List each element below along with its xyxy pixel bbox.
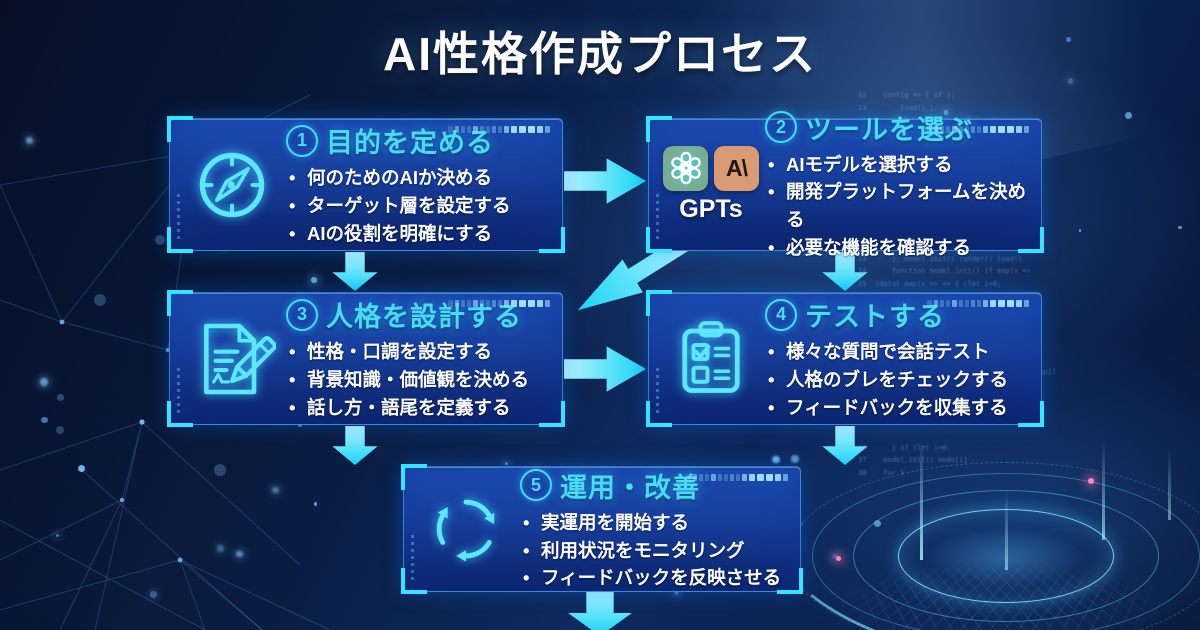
pink-glow-dot bbox=[836, 556, 841, 561]
gpts-logo-group: A\ GPTs bbox=[657, 145, 765, 224]
bullet-item: 人格のブレをチェックする bbox=[765, 366, 1035, 394]
step-card-2: A\ GPTs 2 ツールを選ぶ AIモデルを選択する 開発プラットフォームを決… bbox=[646, 111, 1044, 261]
bullet-item: フィードバックを反映させる bbox=[520, 564, 794, 592]
document-pencil-icon bbox=[178, 315, 286, 403]
corner-bracket bbox=[401, 568, 427, 594]
step-bullet-list: 性格・口調を設定する 背景知識・価値観を決める 話し方・語尾を定義する bbox=[286, 338, 556, 421]
cycle-arrows-icon bbox=[412, 486, 520, 572]
corner-bracket bbox=[777, 568, 803, 594]
bullet-item: 実運用を開始する bbox=[520, 509, 794, 537]
bullet-item: フィードバックを収集する bbox=[765, 394, 1035, 422]
bullet-item: 利用状況をモニタリング bbox=[520, 537, 794, 565]
corner-bracket bbox=[167, 401, 193, 427]
arrow-step1-to-step2 bbox=[564, 158, 646, 204]
ai-logo-icon: A\ bbox=[714, 145, 759, 191]
hologram-ring bbox=[898, 509, 1114, 603]
bullet-item: ターゲット層を設定する bbox=[286, 192, 556, 220]
corner-bracket bbox=[167, 290, 193, 316]
arrow-step5-output bbox=[568, 588, 632, 630]
corner-bracket bbox=[167, 116, 193, 142]
step-number: 2 bbox=[765, 111, 797, 143]
dashbar-decor bbox=[927, 300, 1029, 307]
step-card-3: 3 人格を設計する 性格・口調を設定する 背景知識・価値観を決める 話し方・語尾… bbox=[167, 290, 565, 427]
dashbar-decor bbox=[448, 126, 550, 133]
bullet-item: 背景知識・価値観を決める bbox=[286, 366, 556, 394]
dashbar-decor bbox=[448, 300, 550, 307]
corner-bracket bbox=[167, 227, 193, 253]
step-bullet-list: 何のためのAIか決める ターゲット層を設定する AIの役割を明確にする bbox=[286, 164, 556, 247]
corner-bracket bbox=[1018, 227, 1044, 253]
bullet-item: 性格・口調を設定する bbox=[286, 338, 556, 366]
bullet-item: AIの役割を明確にする bbox=[286, 220, 556, 248]
dashbar-decor bbox=[927, 126, 1029, 133]
step-title: 運用・改善 bbox=[560, 472, 700, 503]
hologram-ring-dashed bbox=[788, 462, 1200, 630]
bullet-item: 何のためのAIか決める bbox=[286, 164, 556, 192]
step-bullet-list: 実運用を開始する 利用状況をモニタリング フィードバックを反映させる bbox=[520, 509, 794, 592]
light-beam bbox=[1005, 490, 1008, 570]
openai-logo-icon bbox=[663, 145, 708, 191]
compass-icon bbox=[178, 142, 286, 228]
step-number: 5 bbox=[520, 469, 552, 502]
corner-bracket bbox=[646, 401, 672, 427]
bullet-item: 必要な機能を確認する bbox=[765, 234, 1035, 262]
clipboard-checklist-icon bbox=[657, 317, 765, 401]
step-title: テストする bbox=[805, 302, 945, 333]
bullet-item: 話し方・語尾を定義する bbox=[286, 394, 556, 422]
step-bullet-list: 様々な質問で会話テスト 人格のブレをチェックする フィードバックを収集する bbox=[765, 338, 1035, 421]
corner-bracket bbox=[401, 464, 427, 490]
arrow-step3-to-step4 bbox=[564, 346, 646, 392]
step-bullet-list: AIモデルを選択する 開発プラットフォームを決める 必要な機能を確認する bbox=[765, 151, 1035, 262]
step-number: 1 bbox=[286, 124, 318, 157]
bullet-item: AIモデルを選択する bbox=[765, 151, 1035, 179]
corner-bracket bbox=[646, 290, 672, 316]
step-card-4: 4 テストする 様々な質問で会話テスト 人格のブレをチェックする フィードバック… bbox=[646, 290, 1044, 427]
corner-bracket bbox=[646, 227, 672, 253]
corner-bracket bbox=[539, 227, 565, 253]
step-number: 3 bbox=[286, 298, 318, 331]
step-card-1: 1 目的を定める 何のためのAIか決める ターゲット層を設定する AIの役割を明… bbox=[167, 116, 565, 253]
hologram-ring bbox=[812, 473, 1200, 630]
hologram-glow bbox=[900, 515, 1110, 601]
step-card-5: 5 運用・改善 実運用を開始する 利用状況をモニタリング フィードバックを反映さ… bbox=[401, 464, 803, 594]
bullet-item: 開発プラットフォームを決める bbox=[765, 178, 1035, 234]
dashbar-decor bbox=[686, 474, 788, 481]
step-number: 4 bbox=[765, 298, 797, 331]
gpts-caption: GPTs bbox=[679, 194, 743, 223]
hologram-ring bbox=[853, 490, 1159, 622]
corner-bracket bbox=[646, 116, 672, 142]
page-title: AI性格作成プロセス bbox=[383, 28, 817, 80]
bullet-item: 様々な質問で会話テスト bbox=[765, 338, 1035, 366]
corner-bracket bbox=[539, 401, 565, 427]
corner-bracket bbox=[1018, 401, 1044, 427]
